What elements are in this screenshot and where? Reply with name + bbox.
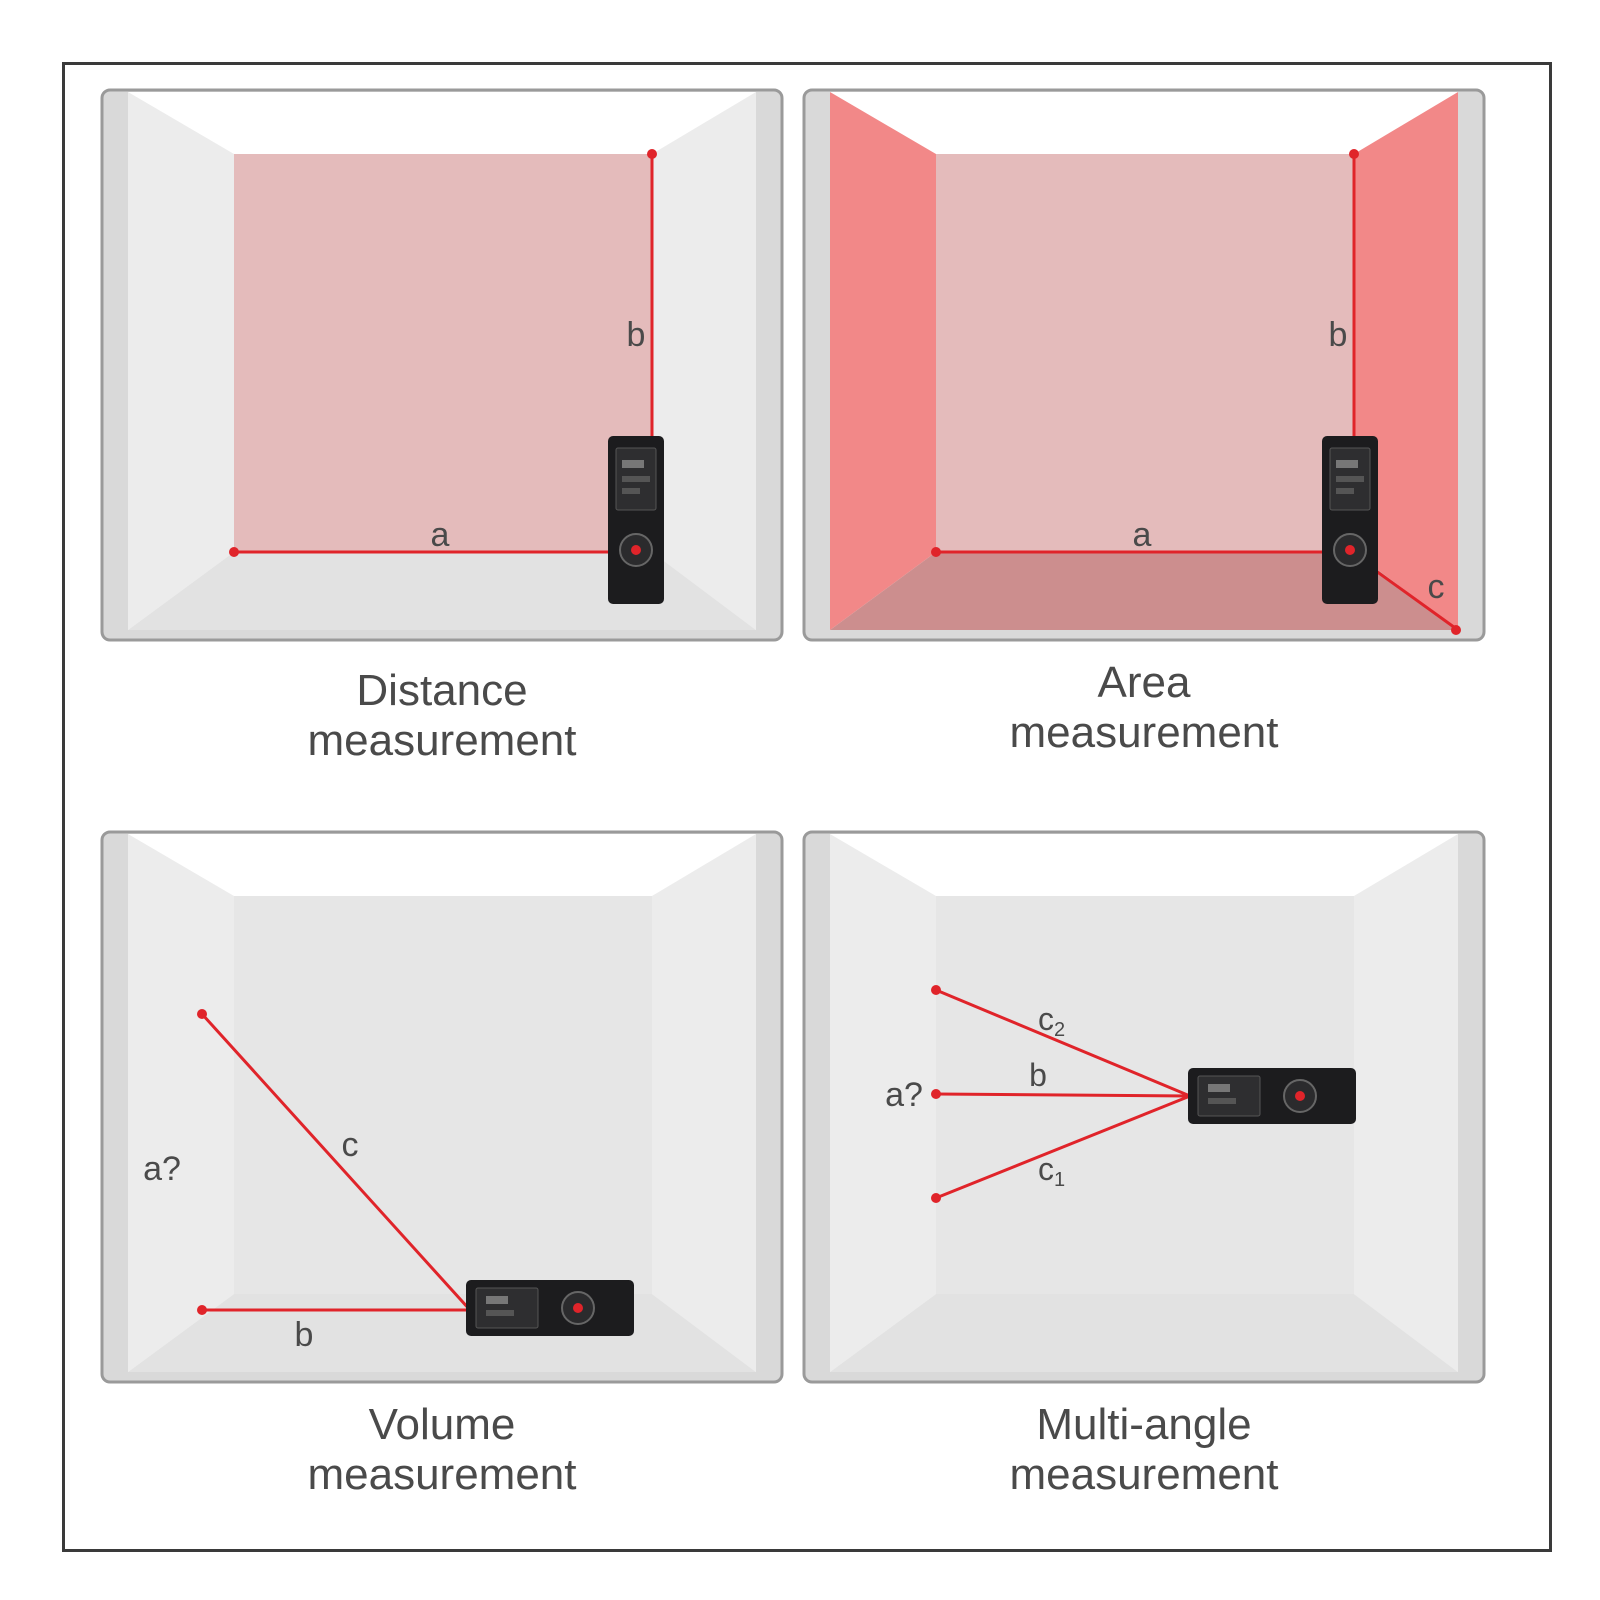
laser-line-c1 [935,1094,1191,1200]
laser-distance-meter-icon [466,1280,634,1336]
panel-distance: a b Distance measurement [100,88,786,765]
room-distance: a b [100,88,784,642]
caption-line-2: measurement [1009,1450,1279,1499]
label-c1: c1 [1038,1151,1065,1191]
room-volume: a? c b [100,830,784,1384]
laser-point [1451,625,1461,635]
label-a: a? [885,1076,923,1114]
right-wall [1354,834,1458,1372]
room-multi-angle: a? c2 b c1 [802,830,1486,1384]
laser-point [931,547,941,557]
label-c2-main: c [1038,1001,1054,1037]
back-wall [234,896,652,1294]
panel-area: a b c Area measurement [802,88,1488,757]
laser-point [197,1009,207,1019]
floor [128,1294,756,1372]
laser-line-c2 [935,988,1191,1098]
label-c: c [1428,568,1445,606]
caption-multi-angle: Multi-angle measurement [794,1400,1494,1500]
laser-point [197,1305,207,1315]
laser-distance-meter-icon [1188,1068,1356,1124]
label-a: a? [143,1150,181,1188]
back-wall-highlight [936,154,1354,552]
laser-point [647,149,657,159]
label-c1-subscript: 1 [1054,1169,1065,1191]
caption-line-2: measurement [307,1450,577,1499]
panel-multi-angle: a? c2 b c1 Multi-angle measurement [802,830,1488,1499]
caption-distance: Distance measurement [92,666,792,766]
right-wall-highlight [1354,92,1458,630]
label-a: a [431,516,450,554]
caption-area: Area measurement [794,658,1494,758]
laser-line-c [200,1012,472,1312]
caption-line-1: Multi-angle [1036,1400,1252,1449]
laser-point [931,1193,941,1203]
right-wall [652,92,756,630]
floor-highlight [830,552,1458,630]
label-a: a [1133,516,1152,554]
label-c2-subscript: 2 [1054,1019,1065,1041]
caption-line-1: Distance [356,666,528,715]
back-wall-highlight [234,154,652,552]
caption-line-1: Volume [368,1400,516,1449]
floor [830,1294,1458,1372]
laser-distance-meter-icon [1322,436,1378,604]
caption-volume: Volume measurement [92,1400,792,1500]
label-c2: c2 [1038,1001,1065,1041]
label-c1-main: c [1038,1151,1054,1187]
laser-point [229,547,239,557]
label-b: b [1029,1057,1047,1093]
label-b: b [627,316,646,354]
label-b: b [295,1316,314,1354]
caption-line-1: Area [1097,658,1191,707]
caption-line-2: measurement [1009,708,1279,757]
laser-point [1349,149,1359,159]
label-b: b [1329,316,1348,354]
left-wall [128,834,234,1372]
left-wall [830,834,936,1372]
floor [128,552,756,630]
laser-distance-meter-icon [608,436,664,604]
laser-line-b [935,1092,1191,1098]
label-c: c [342,1126,359,1164]
caption-line-2: measurement [307,716,577,765]
panel-volume: a? c b Volume measurement [100,830,786,1499]
left-wall [128,92,234,630]
right-wall [652,834,756,1372]
room-area: a b c [802,88,1486,642]
left-wall-highlight [830,92,936,630]
laser-point [931,985,941,995]
laser-point [931,1089,941,1099]
